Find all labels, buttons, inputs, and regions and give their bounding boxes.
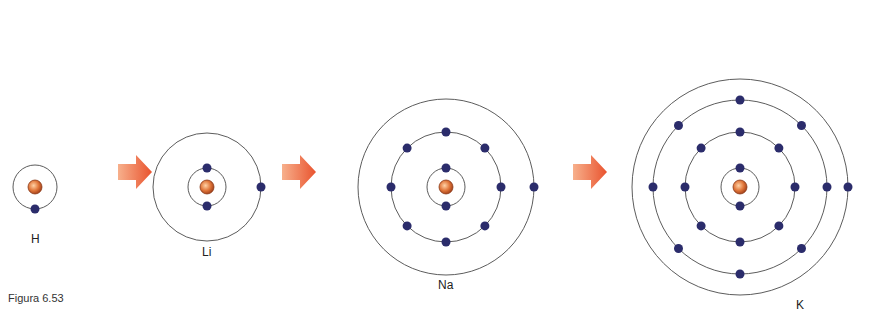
electrons	[31, 96, 853, 279]
orbits	[13, 79, 848, 295]
element-symbol: H	[31, 233, 40, 246]
element-symbol: Na	[438, 279, 453, 292]
figure-caption: Figura 6.53	[8, 292, 64, 304]
progression-arrows	[118, 155, 607, 189]
nuclei	[28, 180, 747, 194]
element-symbol: Li	[202, 246, 211, 259]
element-symbol: K	[796, 299, 804, 312]
